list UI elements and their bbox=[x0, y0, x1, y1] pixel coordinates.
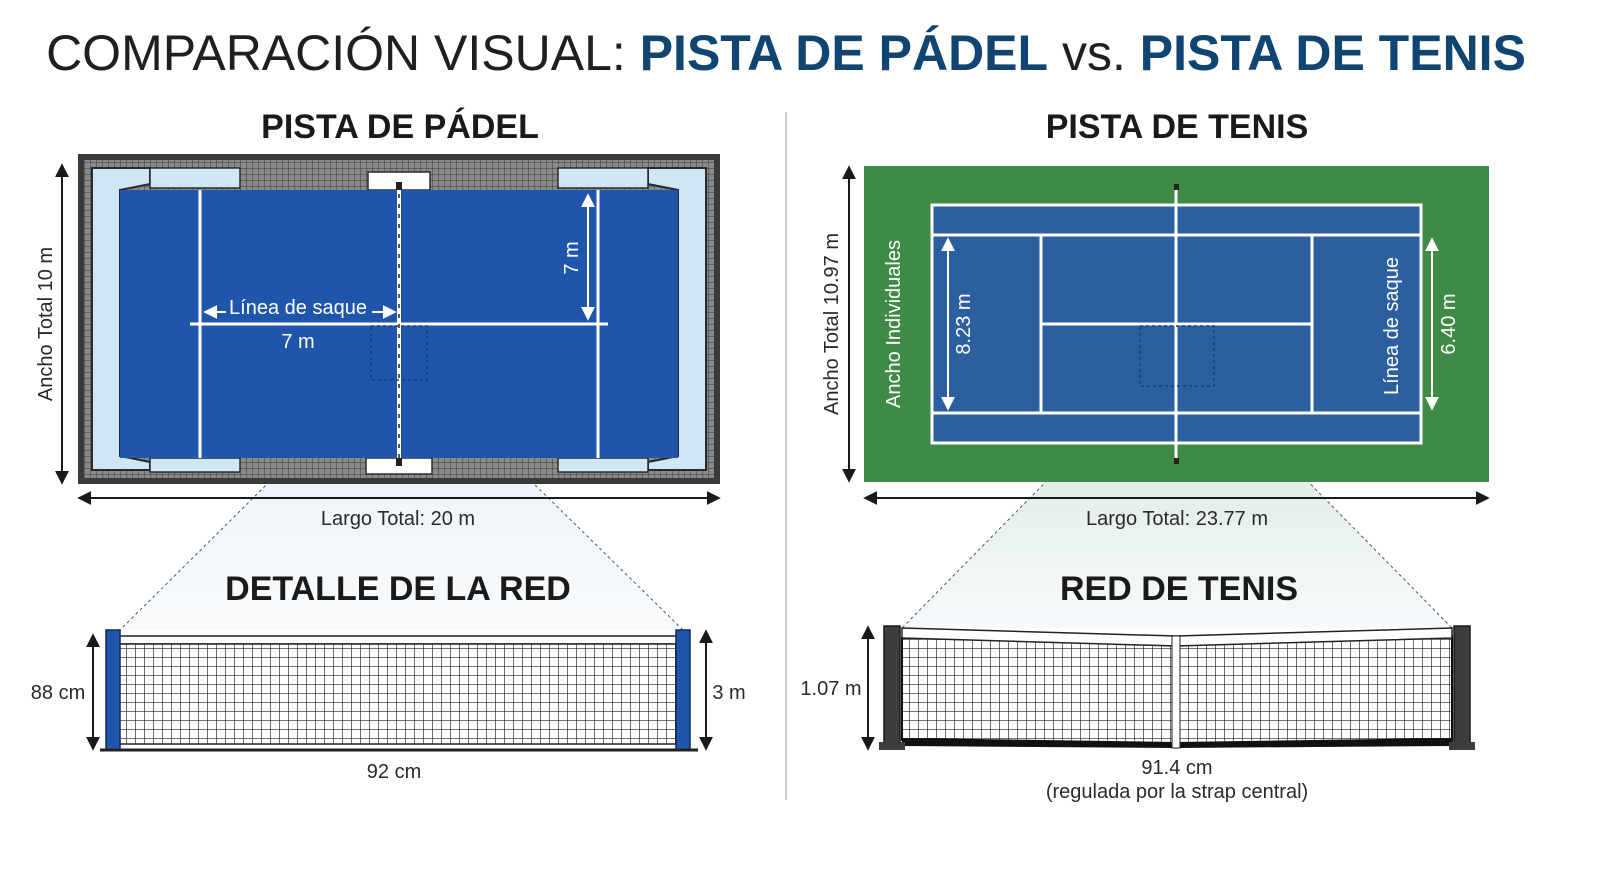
padel-zoom-box bbox=[370, 325, 428, 381]
tenis-net-post-left bbox=[883, 625, 901, 747]
padel-post-height-label: 3 m bbox=[712, 682, 745, 704]
padel-net-post-top bbox=[396, 182, 402, 190]
tenis-service-depth-label: 6.40 m bbox=[1438, 293, 1460, 354]
padel-width-label: Ancho Total 10 m bbox=[35, 247, 57, 401]
padel-net-post-bottom bbox=[396, 458, 402, 466]
tenis-net-detail bbox=[879, 625, 1475, 750]
tenis-zoom-fan bbox=[902, 386, 1452, 628]
padel-net-post-right bbox=[675, 629, 691, 751]
tenis-net-height-label: 1.07 m bbox=[800, 678, 861, 700]
tenis-length-label: Largo Total: 23.77 m bbox=[1086, 508, 1268, 530]
tenis-net-center-label: 91.4 cm bbox=[1141, 757, 1212, 779]
tenis-zoom-box bbox=[1139, 325, 1215, 387]
title-vs: vs. bbox=[1048, 25, 1140, 81]
padel-net-detail bbox=[100, 629, 698, 752]
padel-service-line-label: Línea de saque bbox=[229, 297, 367, 319]
tenis-post-base-right bbox=[1449, 742, 1475, 750]
tenis-court: 8.23 m 6.40 m Línea de saque bbox=[864, 166, 1489, 482]
tenis-service-line-label: Línea de saque bbox=[1381, 257, 1403, 395]
padel-service-depth-label: 7 m bbox=[561, 241, 583, 274]
padel-glass-bottom-left bbox=[149, 457, 241, 473]
padel-net-post-left bbox=[105, 629, 121, 751]
tenis-net-heading: RED DE TENIS bbox=[1060, 570, 1298, 608]
padel-heading: PISTA DE PÁDEL bbox=[261, 108, 539, 146]
page-title: COMPARACIÓN VISUAL: PISTA DE PÁDEL vs. P… bbox=[46, 25, 1526, 81]
padel-glass-top-left bbox=[149, 167, 241, 189]
tenis-center-strap bbox=[1171, 635, 1181, 749]
padel-net-center-label: 92 cm bbox=[367, 761, 421, 783]
tenis-net-post-top bbox=[1174, 184, 1179, 190]
padel-net-mesh-detail bbox=[117, 643, 679, 745]
padel-net-headband bbox=[117, 635, 679, 645]
title-tenis: PISTA DE TENIS bbox=[1140, 25, 1526, 81]
tenis-net-post-bottom bbox=[1174, 458, 1179, 464]
padel-glass-top-right bbox=[557, 167, 649, 189]
padel-length-label: Largo Total: 20 m bbox=[321, 508, 475, 530]
tenis-singles-width-label: 8.23 m bbox=[953, 293, 975, 354]
tenis-net-center-note: (regulada por la strap central) bbox=[1046, 781, 1308, 803]
padel-court: 7 m Línea de saque 7 m bbox=[78, 154, 720, 484]
padel-service-label-bg bbox=[226, 294, 372, 320]
padel-zoom-fan bbox=[120, 380, 683, 630]
title-padel: PISTA DE PÁDEL bbox=[640, 25, 1048, 81]
padel-service-width-label: 7 m bbox=[281, 331, 314, 353]
tenis-net-post-right bbox=[1453, 625, 1471, 747]
padel-zoom-line-left bbox=[119, 379, 373, 631]
padel-net-height-label: 88 cm bbox=[31, 682, 85, 704]
title-prefix: COMPARACIÓN VISUAL: bbox=[46, 25, 640, 81]
padel-net-heading: DETALLE DE LA RED bbox=[225, 570, 571, 608]
tenis-width-label: Ancho Total 10.97 m bbox=[821, 233, 843, 415]
tenis-post-base-left bbox=[879, 742, 905, 750]
tenis-heading: PISTA DE TENIS bbox=[1046, 108, 1309, 146]
tenis-singles-label: Ancho Individuales bbox=[883, 240, 905, 408]
padel-glass-bottom-right bbox=[557, 457, 649, 473]
